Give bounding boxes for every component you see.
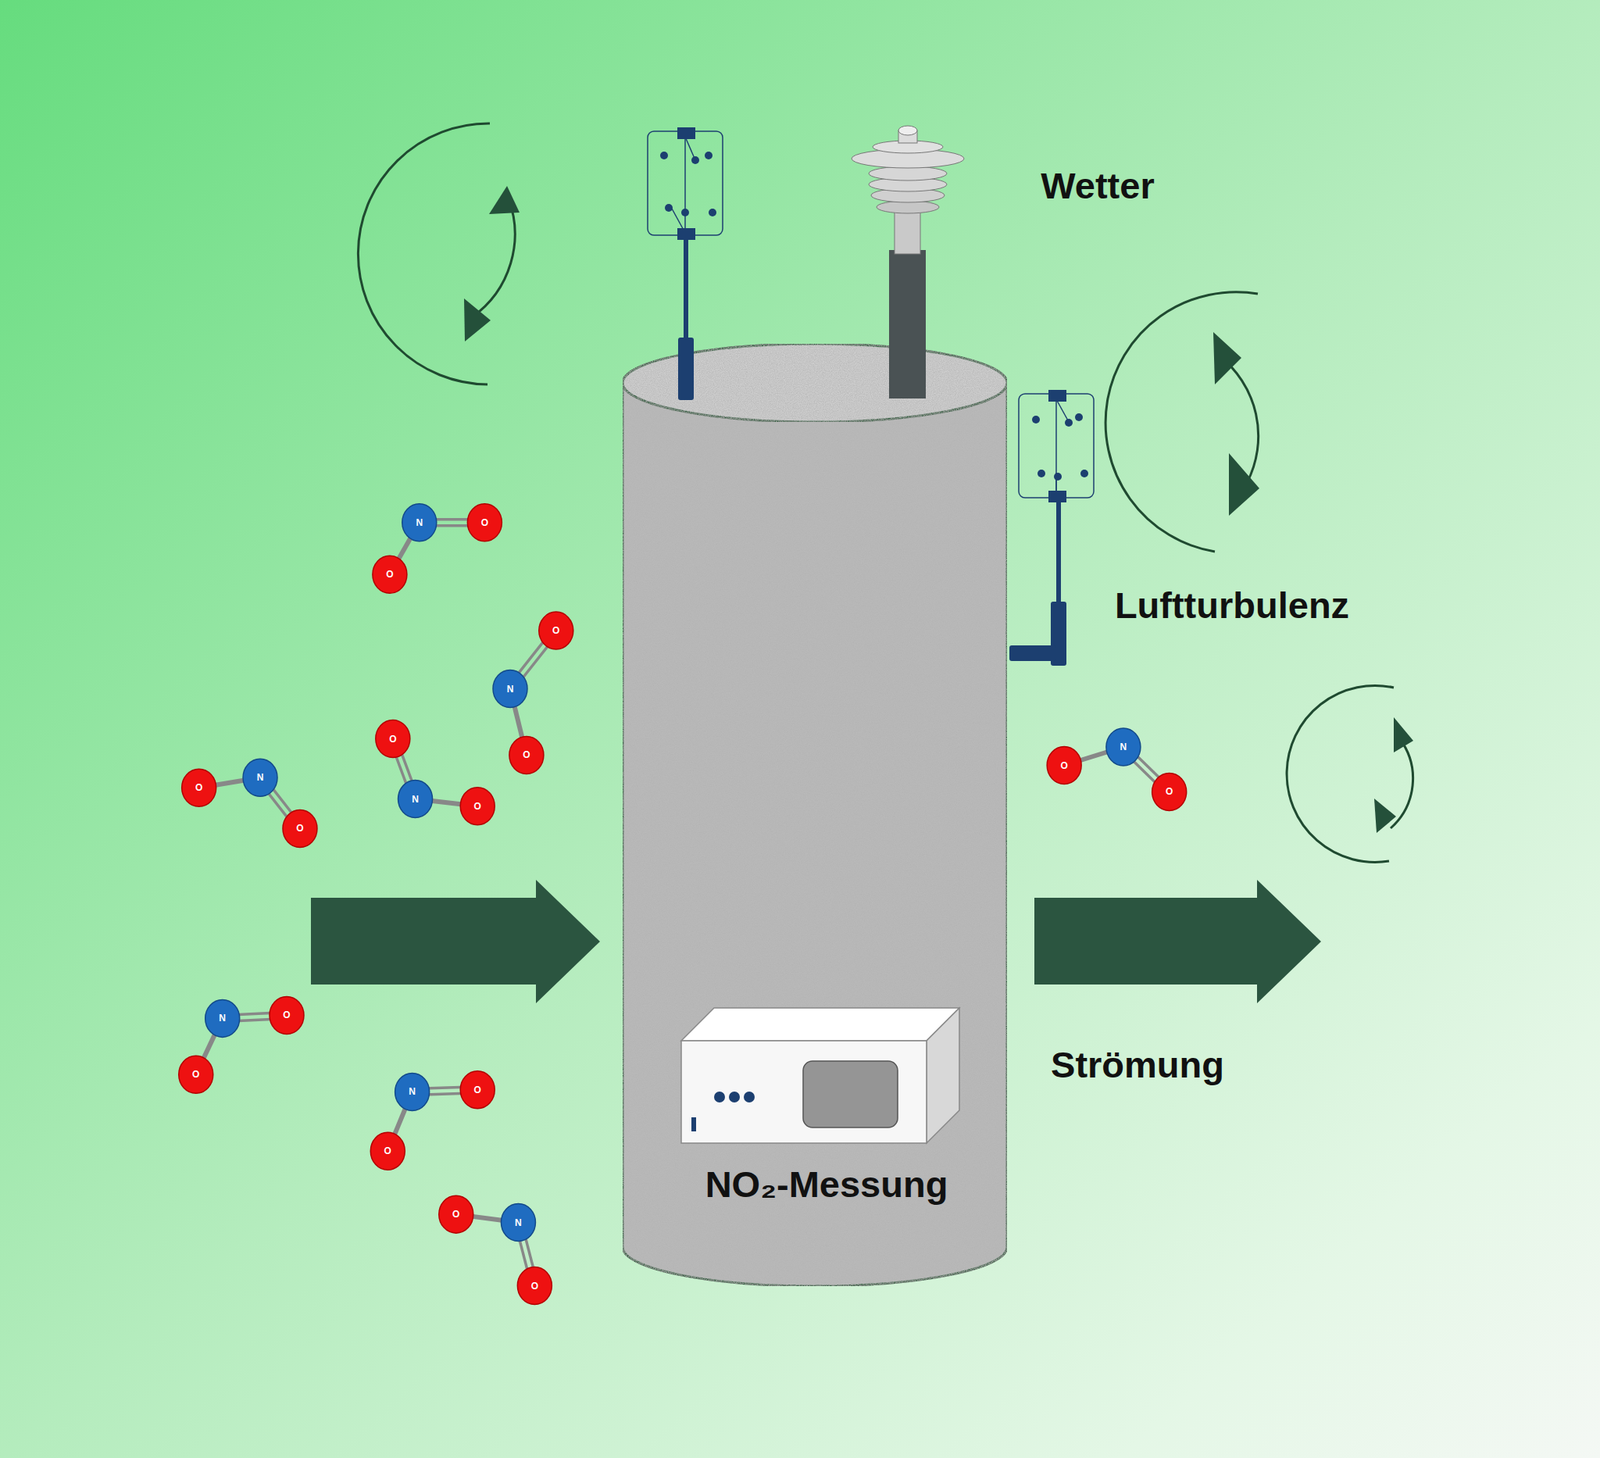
sonic-anemometer [1009, 389, 1094, 666]
atom-symbol: O [195, 782, 203, 793]
atom [398, 780, 433, 818]
atom [269, 996, 304, 1034]
atom-symbol: N [507, 684, 515, 694]
weather-station [851, 125, 965, 399]
atom [178, 1055, 214, 1093]
atom [492, 670, 528, 708]
atom [439, 1195, 474, 1233]
atom-symbol: O [296, 823, 304, 833]
atom-symbol: N [1120, 742, 1128, 752]
atom-symbol: O [389, 734, 397, 744]
atom-symbol: O [474, 1085, 482, 1095]
atom [282, 809, 318, 847]
atom-symbol: O [522, 750, 530, 760]
atom-symbol: O [481, 517, 489, 528]
atom [370, 1132, 405, 1170]
atom-symbol: O [1060, 760, 1068, 771]
atom [375, 720, 411, 758]
atom [395, 1072, 430, 1111]
flow-arrow [310, 879, 600, 1004]
atom [460, 787, 495, 825]
atom-symbol: O [384, 1146, 392, 1156]
instrument-label: NO₂-Messung [705, 1162, 949, 1206]
atom-symbol: O [452, 1209, 460, 1219]
sonic-anemometer [647, 127, 723, 400]
atom [460, 1071, 495, 1109]
atom [1046, 746, 1082, 785]
flow-arrow [1034, 879, 1322, 1004]
atom-symbol: N [411, 794, 419, 804]
atom-symbol: N [218, 1013, 226, 1023]
atom-symbol: O [474, 801, 482, 811]
atom [402, 503, 437, 542]
atom-symbol: O [552, 625, 560, 636]
atom-symbol: O [282, 1010, 290, 1020]
atom [1106, 728, 1141, 766]
atom-symbol: O [1165, 786, 1173, 797]
atom [1152, 772, 1187, 811]
atom-symbol: N [415, 517, 423, 528]
atom [539, 611, 574, 650]
atom-symbol: O [531, 1281, 539, 1291]
atom [517, 1267, 552, 1305]
atom [509, 735, 544, 774]
atom [372, 555, 408, 593]
caption-label: Luftturbulenz [1114, 583, 1350, 627]
caption-label: Strömung [1050, 1042, 1225, 1086]
atom [500, 1203, 536, 1242]
atom [467, 503, 502, 542]
atom-symbol: N [408, 1086, 416, 1097]
atom [242, 758, 278, 797]
measurement-tower [622, 343, 1008, 1286]
atom [182, 768, 217, 807]
caption-label: Wetter [1040, 164, 1154, 208]
atom-symbol: O [385, 569, 393, 579]
measurement-tower: NO₂-Messung [622, 343, 1008, 1286]
atom-symbol: N [257, 772, 265, 783]
atom-symbol: O [192, 1069, 200, 1079]
no2-analyser [681, 1007, 960, 1143]
atom-symbol: N [514, 1217, 522, 1228]
atom [205, 999, 240, 1037]
